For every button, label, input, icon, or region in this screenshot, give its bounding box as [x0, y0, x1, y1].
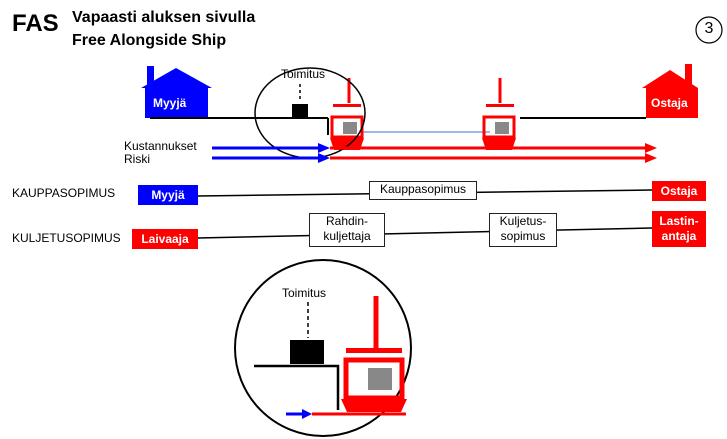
cost-arrowhead-blue	[318, 143, 330, 153]
sales-contract-box: Kauppasopimus	[369, 181, 477, 200]
carrier-box: Rahdin- kuljettaja	[309, 213, 385, 247]
page-badge: 3	[704, 20, 714, 37]
delivery-label: Toimitus	[281, 67, 326, 81]
risk-label: Riski	[124, 152, 150, 166]
transport-contract-box: Kuljetus- sopimus	[489, 213, 557, 247]
page-badge-circle	[695, 16, 723, 44]
transport-consignor-box: Lastin- antaja	[652, 211, 706, 247]
seller-house-icon	[141, 66, 212, 118]
title-english: Free Alongside Ship	[72, 32, 227, 49]
cost-arrowhead-red	[645, 143, 657, 153]
cargo-box-icon	[292, 104, 308, 118]
detail-delivery-label: Toimitus	[282, 286, 327, 300]
detail-ship-icon	[341, 296, 407, 412]
detail-quay-line	[254, 364, 340, 410]
detail-arrowhead-blue	[302, 409, 312, 419]
title-finnish: Vapaasti aluksen sivulla	[72, 9, 256, 26]
sales-buyer-box: Ostaja	[652, 181, 706, 201]
buyer-house-icon	[642, 64, 698, 118]
risk-arrowhead-red	[645, 153, 657, 163]
transport-contract-row-label: KULJETUSOPIMUS	[12, 231, 121, 245]
transport-shipper-box: Laivaaja	[132, 229, 198, 249]
ship-icon	[482, 78, 516, 150]
transport-contract-line	[197, 227, 653, 239]
risk-arrowhead-blue	[318, 153, 330, 163]
buyer-house-label: Ostaja	[651, 96, 688, 110]
costs-label: Kustannukset	[124, 139, 197, 153]
sales-seller-box: Myyjä	[138, 185, 198, 205]
ship-icon	[330, 78, 364, 150]
seller-house-label: Myyjä	[153, 96, 187, 110]
sales-contract-row-label: KAUPPASOPIMUS	[12, 186, 116, 200]
delivery-highlight-ellipse	[254, 67, 366, 159]
title-abbreviation: FAS	[12, 10, 59, 37]
detail-circle	[234, 259, 412, 437]
detail-cargo-box-icon	[290, 340, 324, 364]
